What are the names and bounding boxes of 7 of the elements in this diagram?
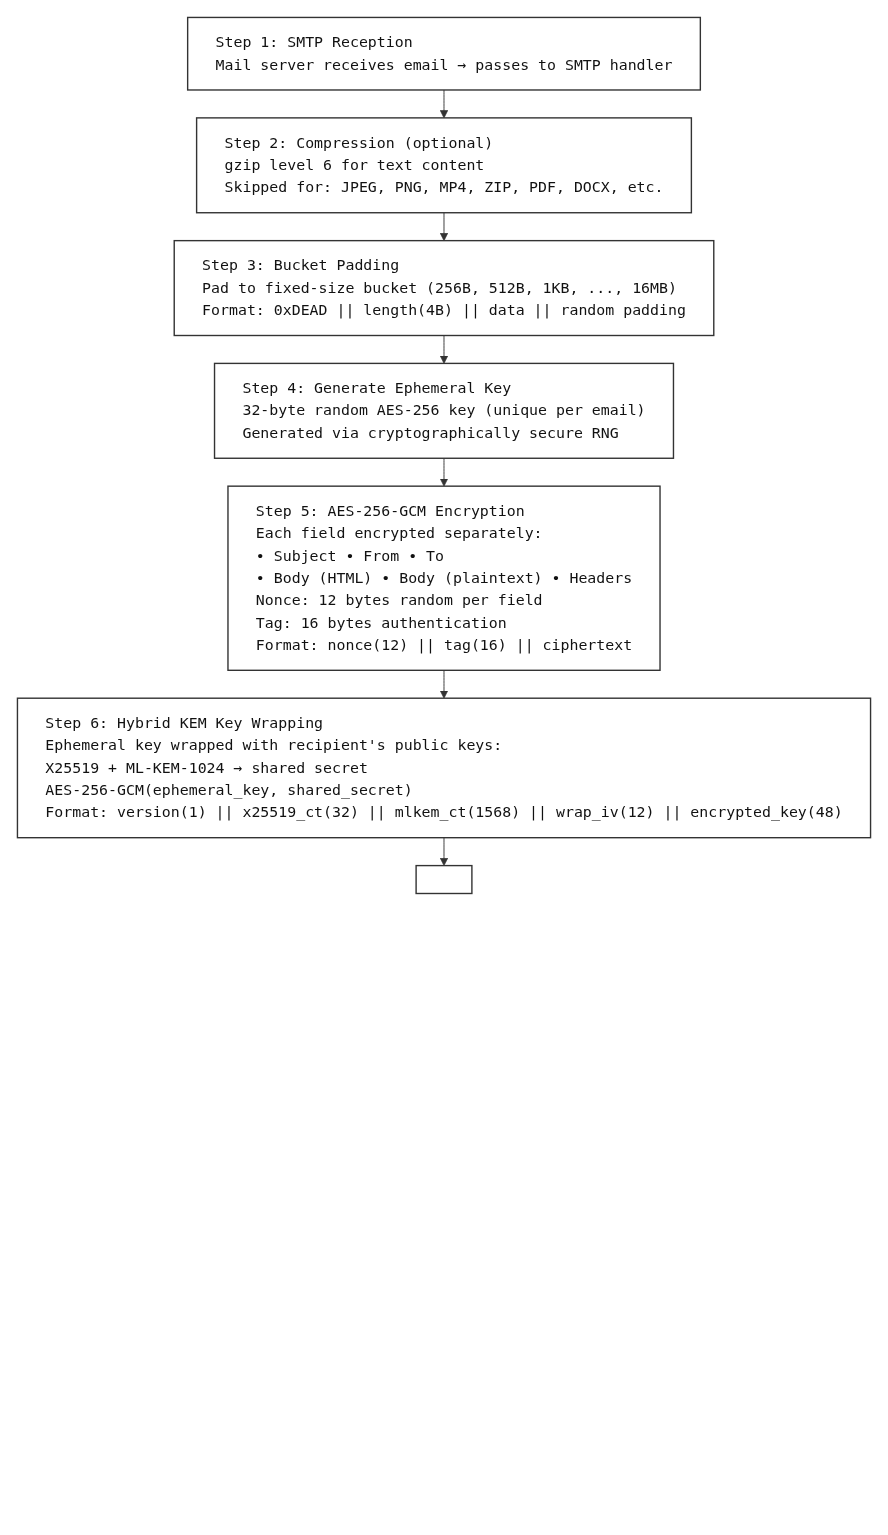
node-box: Step 2: Compression (optional) gzip level 6 for text content Skipped for: JPEG, PNG, MP4, ZIP, PDF, DOCX, etc. (195, 117, 693, 214)
node-box: Step 6: Hybrid KEM Key Wrapping Ephemeral key wrapped with recipient's public keys: X25519 + ML-KEM-1024 → shared secret AES-256-GCM(ephemeral_key, shared_secret) Format: version(1) || x25519_ct(32) || mlkem_ct(1568) || wrap_iv(12) || encrypted_key(48) (16, 697, 872, 839)
node-box: Step 5: AES-256-GCM Encryption Each field encrypted separately: • Subject • From • To • Body (HTML) • Body (plaintext) • Headers Nonce: 12 bytes random per field Tag: 16 bytes authentication Format: nonce(12) || tag(16) || ciphertext (227, 485, 661, 671)
node-box: Step 3: Bucket Padding Pad to fixed-size bucket (256B, 512B, 1KB, ..., 16MB) Format: 0xDEAD || length(4B) || data || random padding (173, 239, 715, 337)
node-box: Step 4: Generate Ephemeral Key 32-byte random AES-256 key (unique per email) Generated via cryptographically secure RNG (213, 362, 675, 459)
node-box: Step 1: SMTP Reception Mail server receives email → passes to SMTP handler (186, 16, 702, 91)
node-box (415, 864, 473, 895)
